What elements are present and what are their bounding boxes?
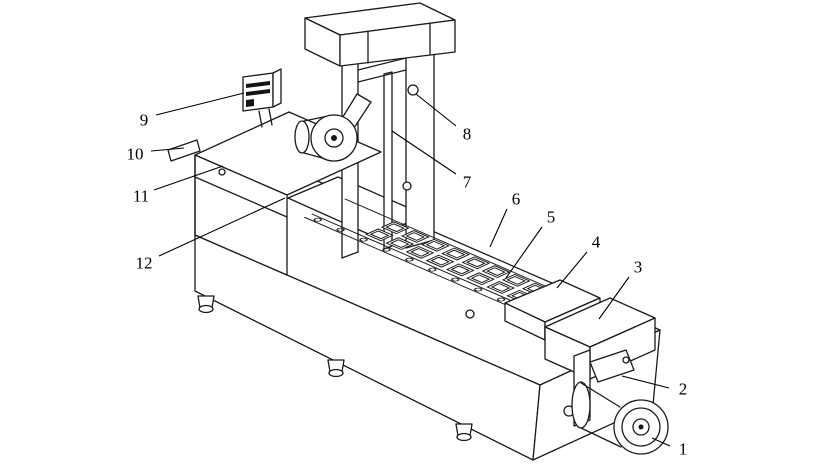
conveyor-pocket [381,221,410,234]
motor-body-bottom [580,427,622,448]
callout-label-5: 5 [546,207,556,227]
conveyor-pocket [446,249,466,259]
callout-leader-2 [621,375,670,389]
conveyor-pocket [385,237,414,250]
chain-dot [359,237,368,242]
conveyor-pocket [486,281,515,294]
conveyor-pocket [470,274,490,283]
station-seam [194,176,288,218]
conveyor-pocket [425,254,455,268]
callout-leader-8 [415,93,457,127]
chain-dot [451,277,460,282]
bracket-pin [622,356,630,364]
idler-roller [465,309,475,319]
film-roll [294,93,372,162]
foot-pad [198,304,214,314]
callout-label-10: 10 [126,144,144,164]
conveyor-pocket [446,263,475,277]
motor-far-cap [571,381,591,429]
callout-leader-7 [391,130,457,175]
callout-leader-4 [556,251,588,289]
callout-label-12: 12 [135,253,153,273]
side-plate [167,139,201,162]
chain-dot [473,287,483,292]
callout-leader-11 [153,165,224,191]
motor-shaft [638,424,644,430]
conveyor-pocket [425,241,446,250]
conveyor-pocket [370,230,390,240]
callout-label-9: 9 [139,110,149,130]
roll-far-cap [294,120,310,154]
conveyor-pocket [385,223,405,232]
callout-label-8: 8 [462,124,472,144]
conveyor-pocket [401,230,430,243]
callout-leader-9 [155,92,245,116]
discharge-blocks [504,279,656,380]
beam-front-face [339,19,456,67]
callout-leader-3 [598,276,630,320]
foot-pad [456,432,472,442]
conveyor-pocket [421,238,450,252]
conveyor-pocket [410,248,430,257]
conveyor-pocket [441,247,470,261]
conveyor-pocket [502,274,531,287]
conveyor-pocket [481,265,511,278]
chain-dot [382,247,391,252]
chain-dot [405,257,414,262]
callout-label-2: 2 [678,379,688,399]
chain-dot [428,267,437,272]
callout-leader-5 [505,226,543,279]
station-knob [218,168,226,176]
conveyor-pocket [506,276,526,285]
conveyor-pocket [405,232,425,241]
callout-label-6: 6 [511,189,521,209]
conveyor-pocket [450,265,470,275]
callout-leader-1 [651,437,671,447]
chain-dot [336,227,345,232]
chain-dot [496,297,506,302]
panel-display-stripe-1 [246,81,270,88]
control-panel [242,68,282,128]
callout-leader-lines [150,92,671,447]
callout-leader-10 [150,147,185,152]
panel-button [246,99,254,107]
frame-right-leg [405,31,435,249]
frame-bolt-upper [407,84,419,96]
callout-label-4: 4 [591,232,601,252]
conveyor-pocket [365,228,394,242]
frame-crossbar-lower [357,69,407,83]
frame-guide-bar [383,71,393,250]
callout-leader-12 [158,197,286,257]
roll-axle [331,135,337,141]
conveyor-pocket [486,267,506,276]
conveyor-pocket [461,256,490,270]
callout-label-3: 3 [633,257,643,277]
panel-side [272,68,282,108]
callout-label-11: 11 [132,186,150,206]
foot-pad [328,368,344,378]
frame-bolt-lower [402,181,412,191]
panel-support-2 [268,108,273,126]
conveyor-pocket [466,258,486,268]
callout-label-1: 1 [678,439,688,459]
callout-leader-6 [489,208,508,248]
motor-body-top [580,382,621,408]
conveyor-pocket [466,272,495,286]
callout-label-7: 7 [462,172,472,192]
panel-support-1 [258,110,263,128]
drive-motor-assembly [563,349,669,455]
overhead-beam [304,2,456,67]
panel-display-stripe-2 [246,89,270,96]
conveyor-pocket [430,256,450,266]
frame-crossbar-upper [357,57,407,71]
conveyor-pocket [390,239,410,248]
conveyor-pocket [405,246,435,259]
conveyor-pocket [491,283,511,292]
chain-dot [313,217,322,222]
